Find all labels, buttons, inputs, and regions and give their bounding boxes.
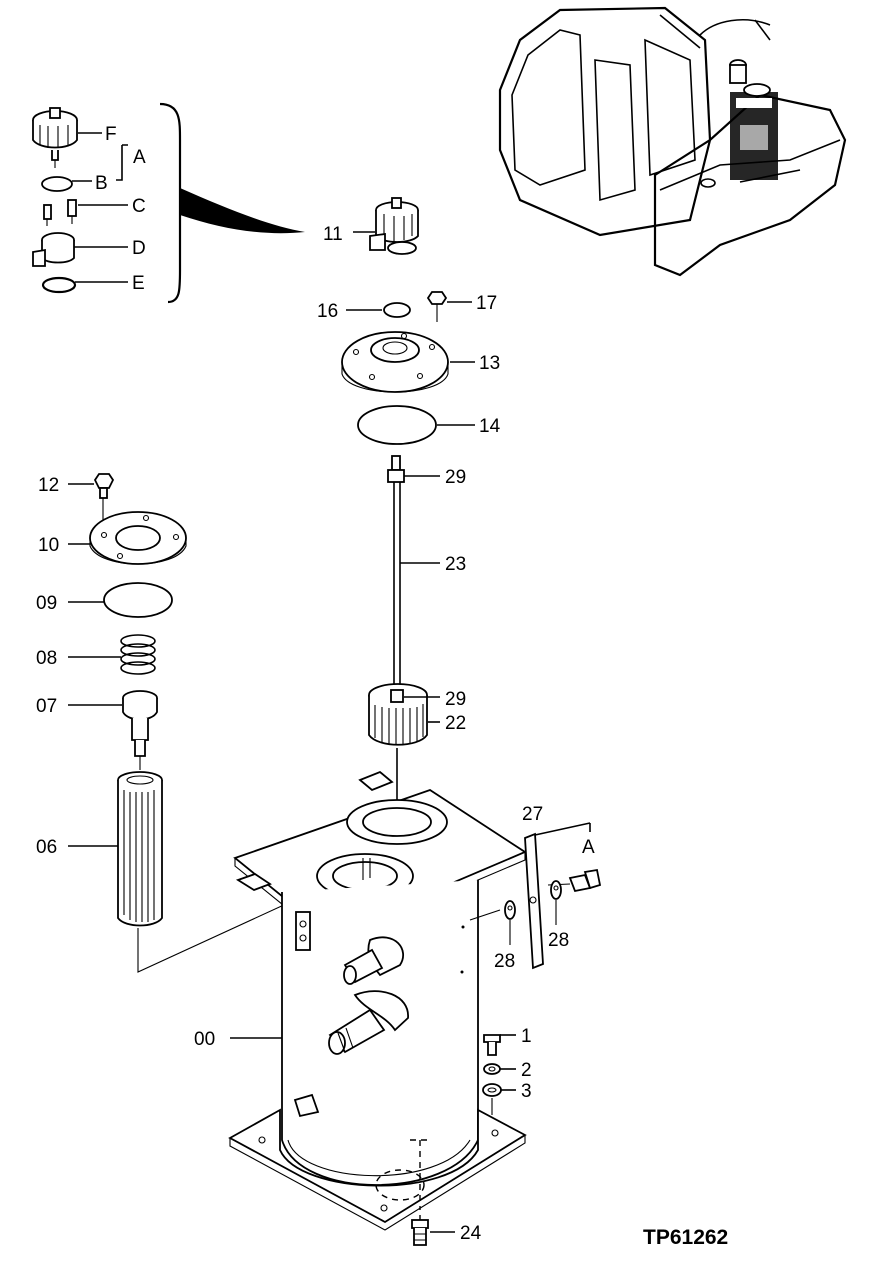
label-24: 24	[460, 1223, 482, 1244]
label-E: E	[132, 273, 145, 294]
bolt-part-17	[426, 291, 472, 322]
bracket-part-27	[524, 822, 591, 970]
washer-part-28-left	[504, 900, 516, 945]
filler-cap-assembly-group	[32, 102, 305, 304]
gasket-part-14	[357, 405, 437, 445]
rod-part-23	[393, 482, 440, 690]
gasket-part-E	[41, 276, 77, 294]
label-17: 17	[476, 293, 497, 314]
drawing-code: TP61262	[643, 1226, 728, 1249]
label-06: 06	[36, 837, 57, 858]
label-27: 27	[522, 804, 543, 825]
label-1: 1	[521, 1026, 532, 1047]
label-07: 07	[36, 696, 57, 717]
label-3: 3	[521, 1081, 532, 1102]
label-14: 14	[479, 416, 501, 437]
label-B: B	[95, 173, 108, 194]
label-A-side: A	[582, 837, 595, 858]
label-23: 23	[445, 554, 466, 575]
label-2: 2	[521, 1060, 532, 1081]
bypass-valve-part-07	[68, 690, 158, 770]
label-08: 08	[36, 648, 57, 669]
label-10: 10	[38, 535, 59, 556]
washer-part-28-right	[550, 880, 562, 925]
label-13: 13	[479, 353, 500, 374]
strainer-part-22	[368, 683, 440, 746]
label-00: 00	[194, 1029, 215, 1050]
bolt-part-1	[483, 1034, 516, 1056]
label-28-right: 28	[548, 930, 569, 951]
cap-knob-part-F	[32, 107, 78, 168]
drain-plug-part-24	[411, 1219, 455, 1246]
label-09: 09	[36, 593, 57, 614]
washer-part-3	[482, 1083, 516, 1115]
o-ring-part-09	[103, 582, 173, 618]
cover-plate-part-13	[341, 331, 475, 393]
flange-plate-part-10	[68, 511, 187, 565]
label-28-left: 28	[494, 951, 515, 972]
washer-part-2	[483, 1063, 516, 1075]
label-C: C	[132, 196, 146, 217]
label-16: 16	[317, 301, 338, 322]
hydraulic-tank-part-00	[228, 770, 527, 1231]
spring-part-08	[68, 634, 156, 675]
bolt-part-A-side	[547, 868, 602, 893]
bolt-part-12	[68, 473, 115, 525]
label-29-top: 29	[445, 467, 466, 488]
label-29-bottom: 29	[445, 689, 466, 710]
neck-body-part-D	[32, 232, 75, 267]
label-11: 11	[323, 224, 343, 245]
rod-fitting-part-29-top	[387, 455, 440, 483]
o-ring-part-16	[383, 302, 411, 318]
o-ring-part-B	[41, 176, 73, 192]
label-12: 12	[38, 475, 59, 496]
label-F: F	[105, 124, 117, 145]
label-A: A	[133, 147, 146, 168]
label-22: 22	[445, 713, 466, 734]
excavator-overview-illustration	[498, 6, 847, 277]
label-D: D	[132, 238, 146, 259]
filler-cap-part-11	[353, 197, 419, 255]
bolts-part-C	[43, 199, 77, 226]
